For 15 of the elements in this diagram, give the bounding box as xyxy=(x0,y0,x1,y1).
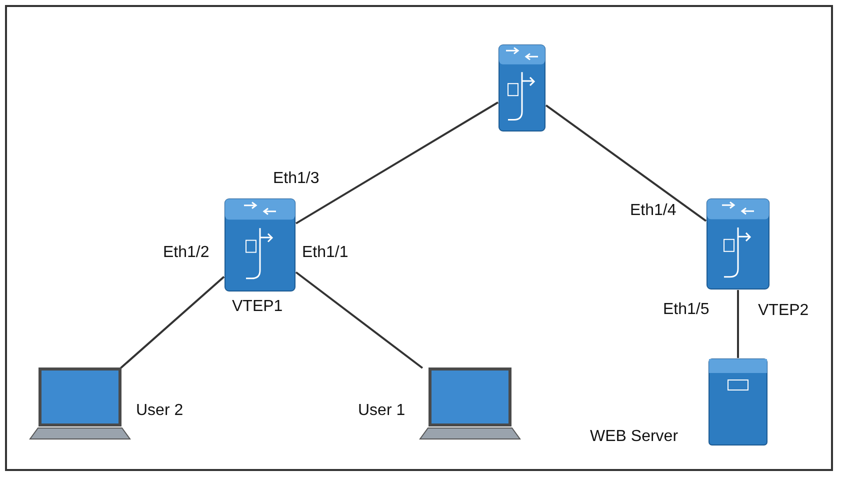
link-line xyxy=(295,102,499,224)
port-label: Eth1/4 xyxy=(630,202,676,220)
link-line xyxy=(737,290,739,358)
port-label: Eth1/5 xyxy=(663,301,710,319)
port-label: Eth1/3 xyxy=(273,170,320,188)
device-label: WEB Server xyxy=(590,428,678,446)
link-line xyxy=(295,271,424,369)
device-label: User 2 xyxy=(136,402,184,420)
port-label: Eth1/1 xyxy=(302,244,348,262)
device-label: User 1 xyxy=(358,402,406,420)
device-label: VTEP2 xyxy=(758,302,809,320)
link-line xyxy=(545,104,707,222)
device-label: VTEP1 xyxy=(232,298,283,316)
port-label: Eth1/2 xyxy=(163,244,210,262)
link-line xyxy=(120,276,225,369)
